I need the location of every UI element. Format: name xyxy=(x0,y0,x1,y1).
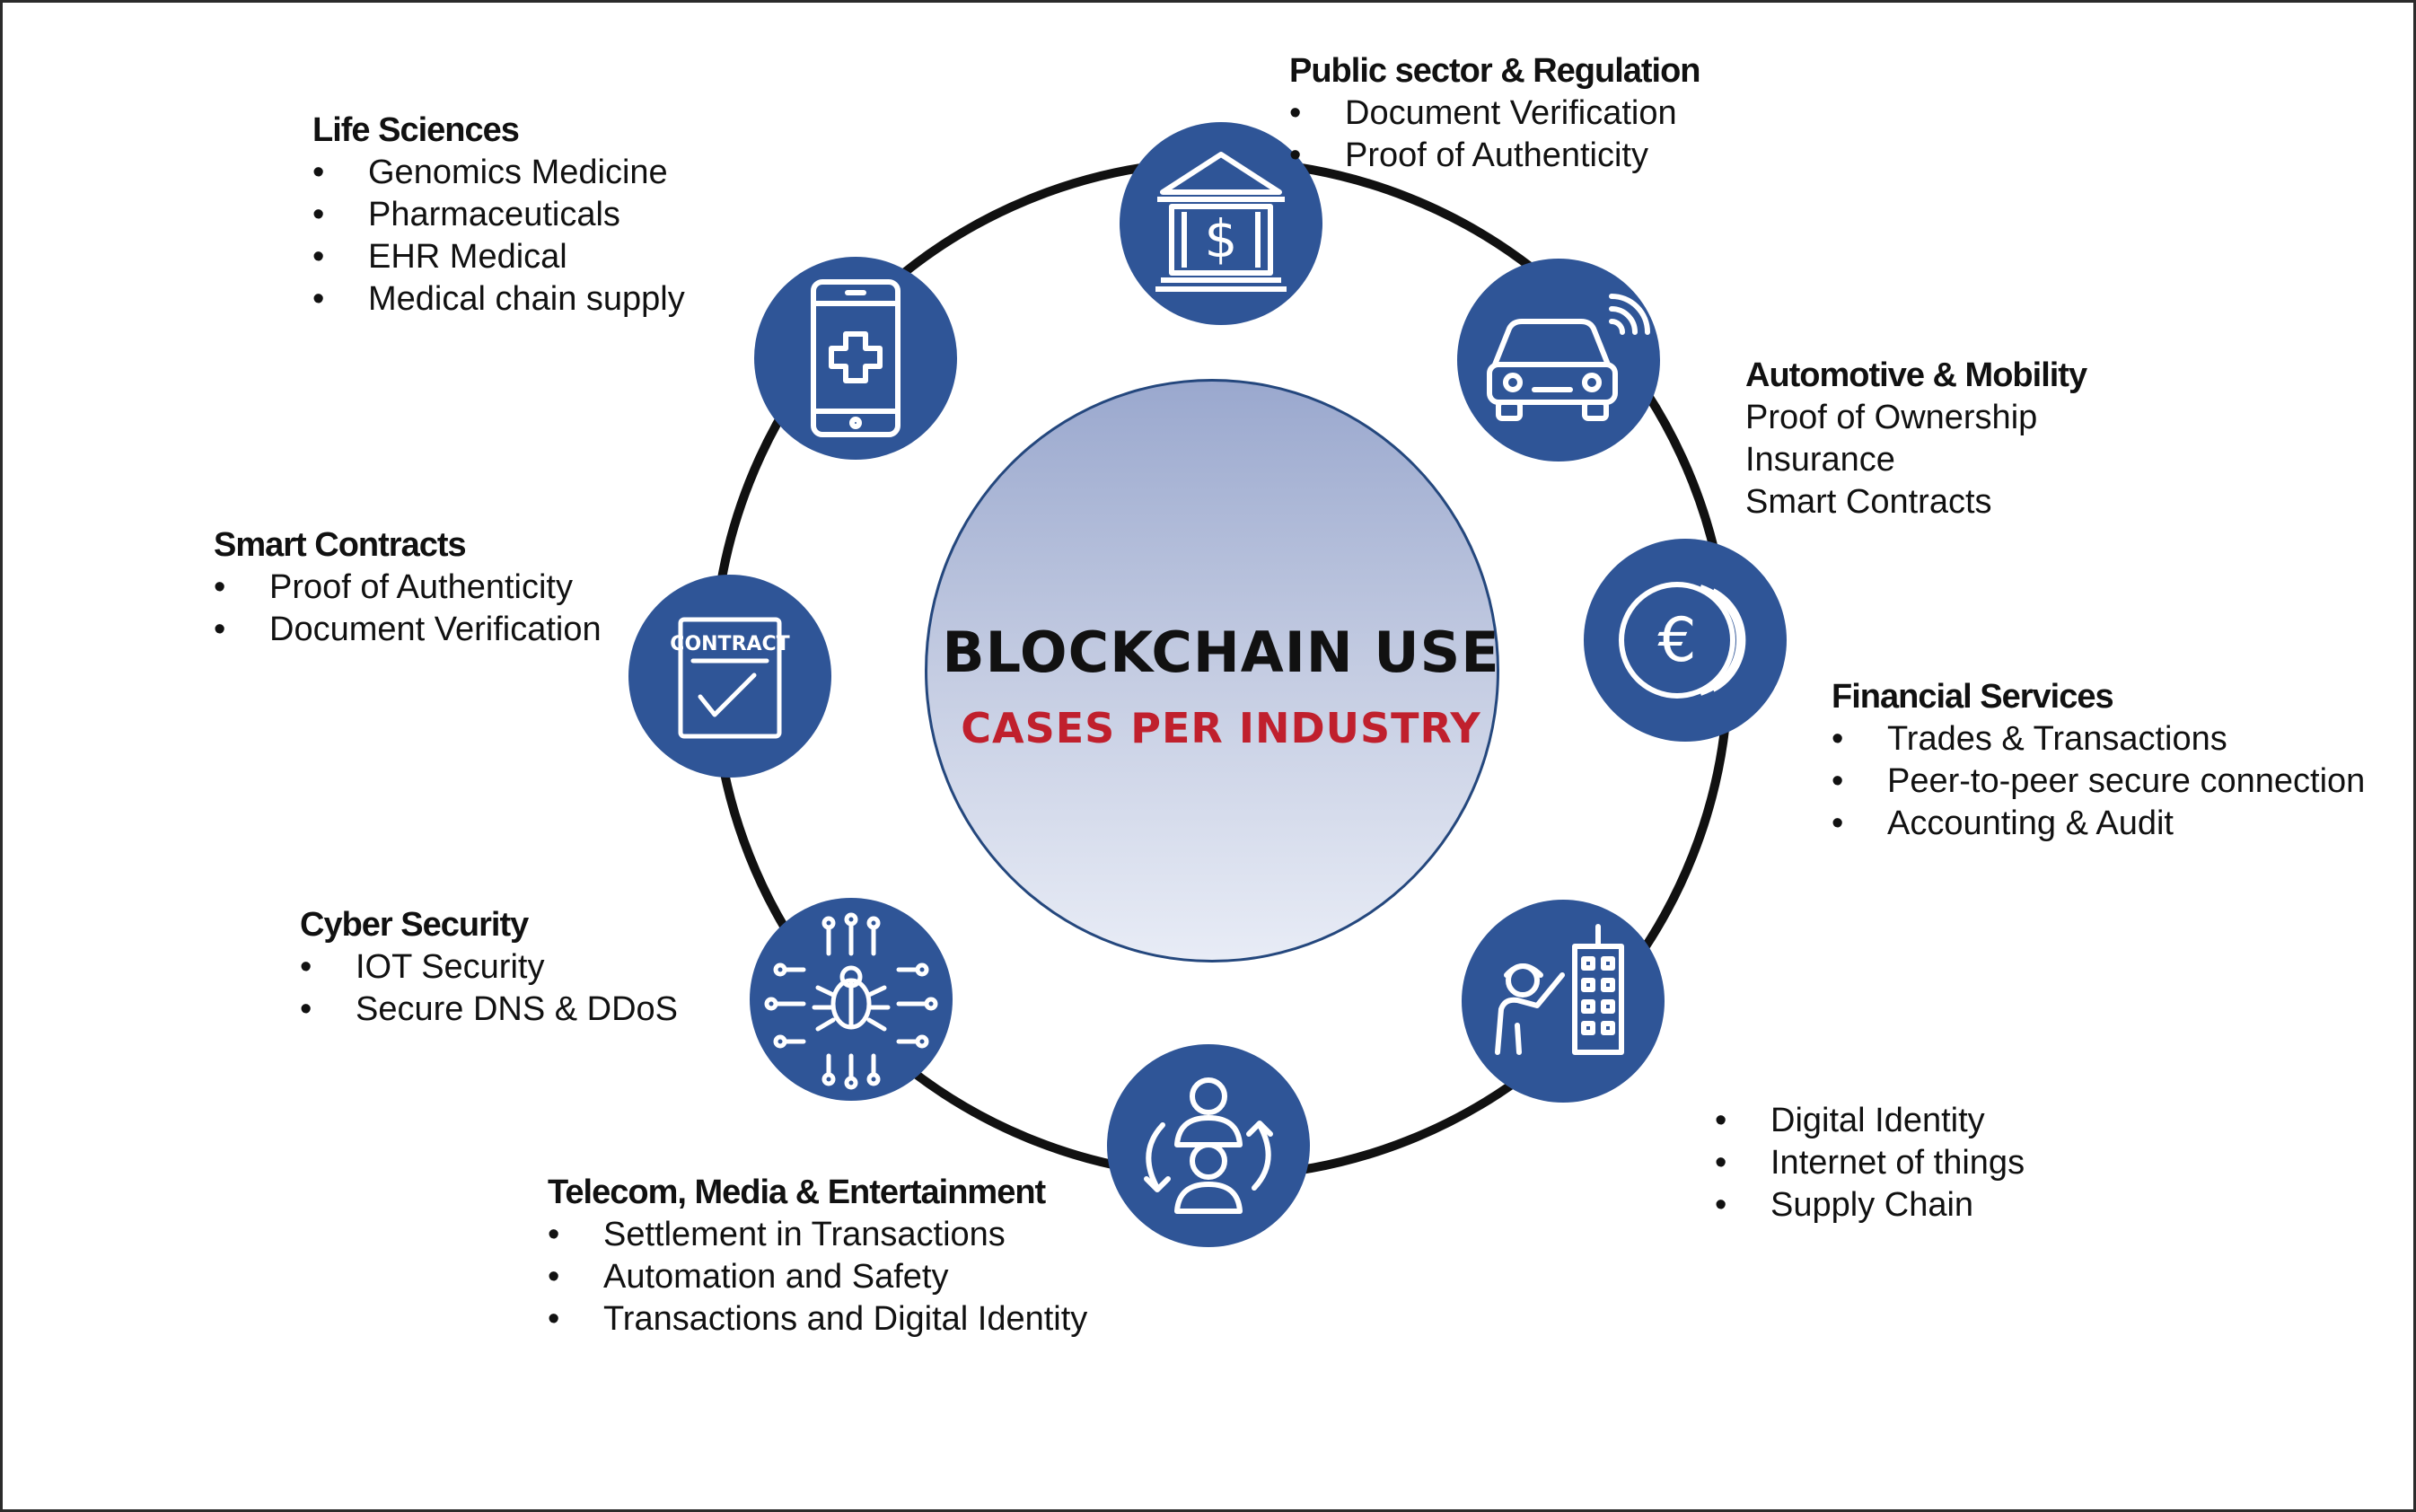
label-life-sciences: Life Sciences Genomics Medicine Pharmace… xyxy=(312,110,685,321)
item-automotive-2: Smart Contracts xyxy=(1745,483,1992,521)
item-financial-0: Trades & Transactions xyxy=(1832,718,2365,760)
people-exchange-icon xyxy=(1144,1077,1273,1214)
medical-phone-icon xyxy=(811,279,901,437)
connected-car-icon xyxy=(1487,294,1650,421)
item-telecom-2: Transactions and Digital Identity xyxy=(548,1298,1087,1341)
node-digital-identity xyxy=(1462,900,1665,1103)
item-cyber-0: IOT Security xyxy=(300,946,678,989)
item-life-3: Medical chain supply xyxy=(312,278,685,321)
label-automotive: Automotive & Mobility Proof of Ownership… xyxy=(1745,355,2087,523)
heading-cyber-security: Cyber Security xyxy=(300,906,529,944)
label-telecom: Telecom, Media & Entertainment Settlemen… xyxy=(548,1172,1087,1341)
item-cyber-1: Secure DNS & DDoS xyxy=(300,989,678,1031)
node-automotive xyxy=(1457,259,1660,462)
label-digital-identity: Digital Identity Internet of things Supp… xyxy=(1715,1100,2025,1226)
item-public-0: Document Verification xyxy=(1289,92,1700,135)
heading-automotive: Automotive & Mobility xyxy=(1745,356,2087,394)
contract-icon: CONTRACT xyxy=(670,617,790,739)
node-financial: € xyxy=(1584,539,1787,742)
label-public-sector: Public sector & Regulation Document Veri… xyxy=(1289,50,1701,177)
label-cyber-security: Cyber Security IOT Security Secure DNS &… xyxy=(300,904,678,1031)
svg-text:CONTRACT: CONTRACT xyxy=(670,633,789,655)
svg-text:€: € xyxy=(1657,605,1696,676)
heading-financial: Financial Services xyxy=(1832,678,2114,716)
node-life-sciences xyxy=(754,257,957,460)
heading-life-sciences: Life Sciences xyxy=(312,111,520,149)
item-financial-1: Peer-to-peer secure connection xyxy=(1832,760,2365,803)
item-life-2: EHR Medical xyxy=(312,236,685,278)
item-automotive-1: Insurance xyxy=(1745,441,1895,479)
item-telecom-1: Automation and Safety xyxy=(548,1256,1087,1298)
heading-smart-contracts: Smart Contracts xyxy=(214,526,467,564)
heading-public-sector: Public sector & Regulation xyxy=(1289,52,1701,90)
item-identity-1: Internet of things xyxy=(1715,1142,2025,1184)
node-cyber-security xyxy=(750,898,953,1101)
item-identity-0: Digital Identity xyxy=(1715,1100,2025,1142)
node-telecom xyxy=(1107,1044,1310,1247)
item-telecom-0: Settlement in Transactions xyxy=(548,1214,1087,1256)
center-hub xyxy=(925,379,1499,963)
item-life-1: Pharmaceuticals xyxy=(312,194,685,236)
item-life-0: Genomics Medicine xyxy=(312,152,685,194)
center-subtitle: CASES PER INDUSTRY xyxy=(961,704,1481,752)
center-title: BLOCKCHAIN USE xyxy=(942,620,1500,685)
bank-icon: $ xyxy=(1155,152,1287,292)
item-contracts-1: Document Verification xyxy=(214,609,602,651)
item-automotive-0: Proof of Ownership xyxy=(1745,399,2038,436)
euro-coin-icon: € xyxy=(1619,582,1746,699)
label-smart-contracts: Smart Contracts Proof of Authenticity Do… xyxy=(214,524,602,651)
item-financial-2: Accounting & Audit xyxy=(1832,803,2365,845)
svg-text:$: $ xyxy=(1205,208,1238,269)
label-financial: Financial Services Trades & Transactions… xyxy=(1832,676,2365,845)
worker-building-icon xyxy=(1495,924,1624,1055)
item-identity-2: Supply Chain xyxy=(1715,1184,2025,1226)
item-contracts-0: Proof of Authenticity xyxy=(214,567,602,609)
heading-telecom: Telecom, Media & Entertainment xyxy=(548,1174,1046,1211)
node-smart-contracts: CONTRACT xyxy=(628,575,831,778)
circuit-bug-icon xyxy=(764,912,938,1090)
item-public-1: Proof of Authenticity xyxy=(1289,135,1700,177)
